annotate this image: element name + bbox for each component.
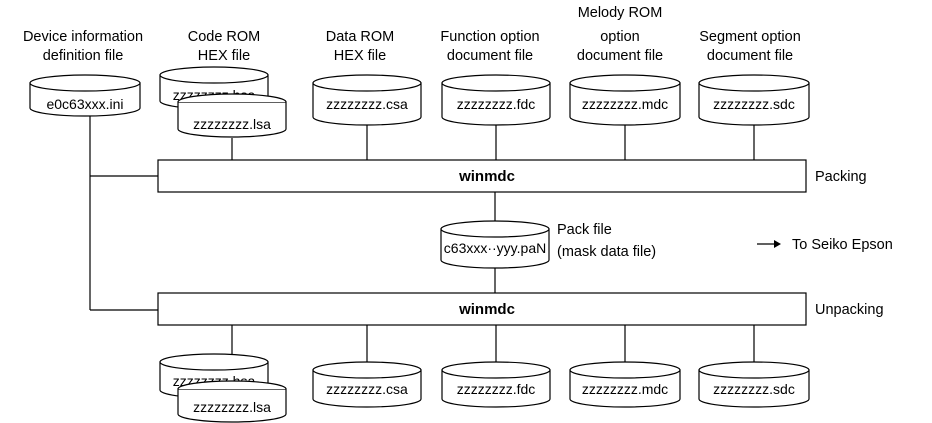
mdc-file-name-bottom: zzzzzzzz.mdc: [582, 381, 668, 397]
fdc-file-name-bottom: zzzzzzzz.fdc: [457, 381, 536, 397]
mdc-file-cylinder-bottom: zzzzzzzz.mdc: [569, 361, 681, 408]
heading-device-info-line1: Device information: [23, 29, 143, 45]
heading-data-rom-line1: Data ROM: [326, 29, 395, 45]
mdc-file-cylinder-top: zzzzzzzz.mdc: [569, 74, 681, 126]
csa-file-cylinder-bottom: zzzzzzzz.csa: [312, 361, 422, 408]
unpacking-tool-name: winmdc: [458, 301, 515, 318]
destination-label: To Seiko Epson: [792, 237, 893, 253]
heading-melody-rom-line2: option: [600, 29, 640, 45]
heading-data-rom-line2: HEX file: [334, 48, 386, 64]
fdc-file-cylinder-top: zzzzzzzz.fdc: [441, 74, 551, 126]
heading-segment-option-line2: document file: [707, 48, 793, 64]
unpacking-label: Unpacking: [815, 302, 884, 318]
mdc-file-name-top: zzzzzzzz.mdc: [582, 96, 668, 112]
sdc-file-cylinder-top: zzzzzzzz.sdc: [698, 74, 810, 126]
ini-file-cylinder: e0c63xxx.ini: [29, 74, 141, 117]
arrow-right-icon: [757, 240, 781, 248]
csa-file-cylinder-top: zzzzzzzz.csa: [312, 74, 422, 126]
lsa-file-name-top: zzzzzzzz.lsa: [193, 116, 271, 132]
lsa-file-cylinder-bottom: zzzzzzzz.lsa: [177, 380, 287, 423]
fdc-file-name-top: zzzzzzzz.fdc: [457, 96, 536, 112]
pack-file-subtitle: (mask data file): [557, 244, 656, 260]
sdc-file-name-top: zzzzzzzz.sdc: [713, 96, 795, 112]
pack-file-title: Pack file: [557, 222, 612, 238]
heading-melody-rom-line1: Melody ROM: [578, 5, 663, 21]
packing-tool-name: winmdc: [458, 168, 515, 185]
fdc-file-cylinder-bottom: zzzzzzzz.fdc: [441, 361, 551, 408]
csa-file-name-top: zzzzzzzz.csa: [326, 96, 408, 112]
heading-device-info-line2: definition file: [43, 48, 124, 64]
heading-melody-rom-line3: document file: [577, 48, 663, 64]
packing-tool-box: [157, 159, 807, 193]
csa-file-name-bottom: zzzzzzzz.csa: [326, 381, 408, 397]
sdc-file-name-bottom: zzzzzzzz.sdc: [713, 381, 795, 397]
packing-label: Packing: [815, 169, 867, 185]
unpacking-tool-box: [157, 292, 807, 326]
heading-segment-option-line1: Segment option: [699, 29, 801, 45]
heading-code-rom-line2: HEX file: [198, 48, 250, 64]
pack-file-name: c63xxx··yyy.paN: [444, 240, 546, 256]
heading-function-option-line2: document file: [447, 48, 533, 64]
pack-file-cylinder: c63xxx··yyy.paN: [440, 220, 550, 269]
lsa-file-cylinder-top: zzzzzzzz.lsa: [177, 93, 287, 138]
ini-file-name: e0c63xxx.ini: [46, 96, 123, 112]
heading-code-rom-line1: Code ROM: [188, 29, 261, 45]
heading-function-option-line1: Function option: [440, 29, 539, 45]
lsa-file-name-bottom: zzzzzzzz.lsa: [193, 399, 271, 415]
sdc-file-cylinder-bottom: zzzzzzzz.sdc: [698, 361, 810, 408]
